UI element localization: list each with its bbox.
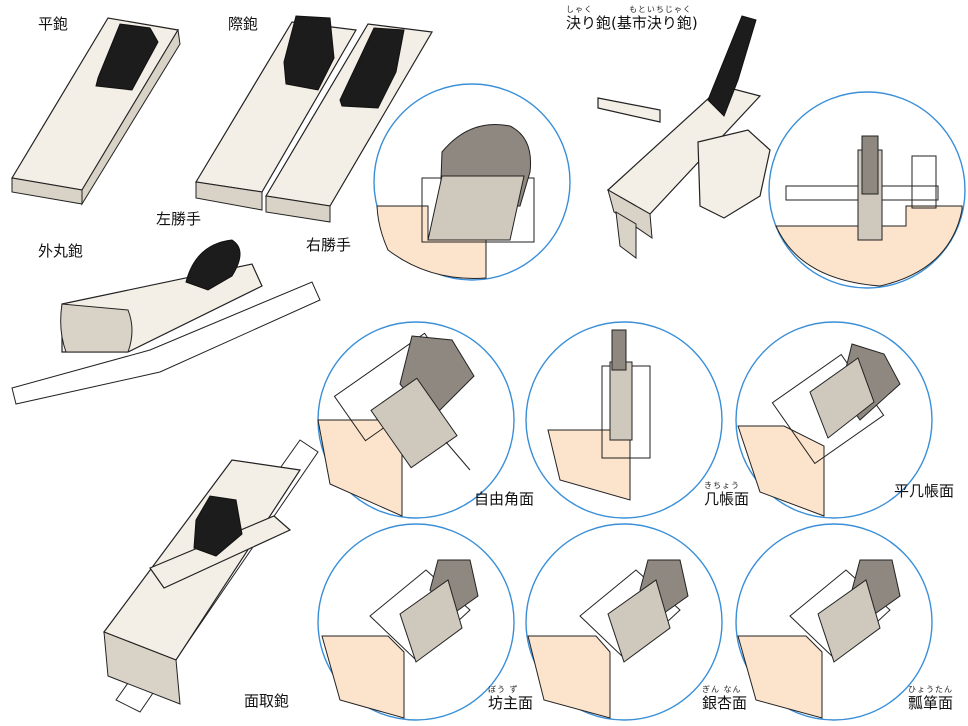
label-bozumen: ぼう ず 坊主面 [488,686,533,711]
circle-jiyu-detail [317,321,515,519]
ruby-bozu: ぼう ず [488,685,519,694]
kime-plane-drawing [597,15,771,259]
label-jiyu-kakumen: 自由角面 [474,490,535,508]
label-hira-kanna: 平鉋 [38,15,69,33]
ruby-kime: しゃく もといちじゃく [566,5,692,14]
base-hyotan: 瓢箪面 [908,694,954,712]
label-sotomaru-kanna: 外丸鉋 [38,242,84,260]
label-kichomen: きちょう 几帳面 [704,482,749,507]
circle-kime-detail [768,91,966,289]
label-mentori-kanna: 面取鉋 [244,692,290,710]
label-hidari-katte: 左勝手 [156,210,202,228]
label-ginnanmen: ぎん なん 銀杏面 [702,686,747,711]
base-kichomen: 几帳面 [704,490,750,508]
kiwa-plane-left-drawing [195,15,357,211]
label-hira-kichomen: 平几帳面 [894,482,954,499]
hira-plane-drawing [11,17,181,206]
label-hyotanmen: ひょうたん 瓢箪面 [908,686,953,711]
circle-ginnan-detail [525,523,723,721]
base-hirakicho: 平几帳面 [894,482,955,500]
circle-bozu-detail [317,523,515,721]
label-migi-katte: 右勝手 [306,236,352,254]
circle-hyotan-detail [735,523,933,721]
mentori-plane-drawing [103,439,319,713]
base-bozu: 坊主面 [488,694,534,712]
kiwa-plane-right-drawing [265,23,433,223]
ruby-hyotan: ひょうたん [908,685,953,694]
circle-hira-detail [373,83,571,281]
base-ginnan: 銀杏面 [702,694,748,712]
circle-kicho-detail [525,321,723,519]
circle-hirakicho-detail [735,321,933,519]
ruby-ginnan: ぎん なん [702,685,742,694]
ruby-kichomen: きちょう [704,481,740,490]
base-kime: 決り鉋(基市決り鉋) [566,14,698,32]
label-kime-kanna: しゃく もといちじゃく 決り鉋(基市決り鉋) [566,6,698,31]
label-kiwa-kanna: 際鉋 [228,15,259,33]
sotomaru-plane-drawing [11,239,321,405]
